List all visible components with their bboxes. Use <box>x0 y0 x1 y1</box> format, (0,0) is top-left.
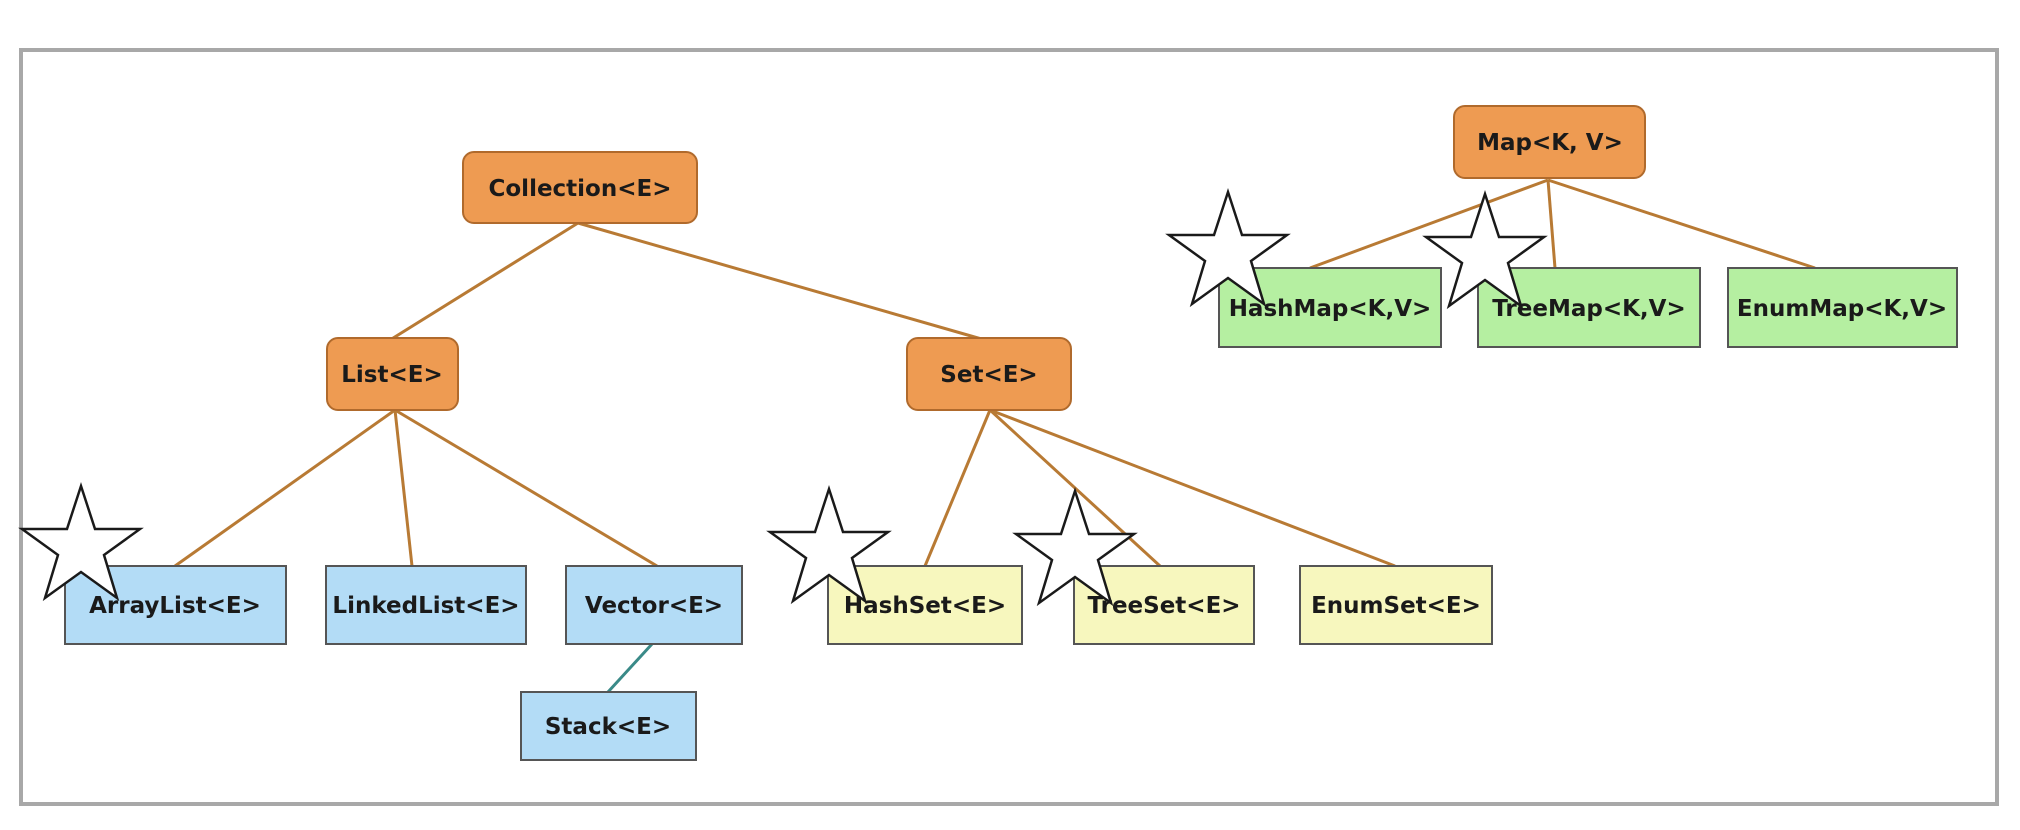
node-map-label: Map<K, V> <box>1477 130 1623 156</box>
node-enumset-label: EnumSet<E> <box>1311 593 1481 619</box>
node-linkedlist-label: LinkedList<E> <box>332 593 519 619</box>
node-map: Map<K, V> <box>1453 105 1646 179</box>
star-icon <box>1012 486 1138 607</box>
node-stack: Stack<E> <box>520 691 697 761</box>
edge-set-enumset <box>989 408 1396 568</box>
node-collection: Collection<E> <box>462 151 698 224</box>
node-enummap-label: EnumMap<K,V> <box>1737 296 1947 322</box>
edge-map-hashmap <box>1309 178 1549 270</box>
star-markers <box>18 187 1548 607</box>
star-icon <box>1422 189 1548 310</box>
node-vector-label: Vector<E> <box>585 593 723 619</box>
node-vector: Vector<E> <box>565 565 743 645</box>
star-icon <box>766 484 892 605</box>
node-set: Set<E> <box>906 337 1072 411</box>
node-list: List<E> <box>326 337 459 411</box>
edge-list-linkedlist <box>393 409 414 567</box>
node-treemap: TreeMap<K,V> <box>1477 267 1701 348</box>
edge-map-enummap <box>1547 178 1816 270</box>
edge-collection-list <box>389 221 579 342</box>
node-enummap: EnumMap<K,V> <box>1727 267 1958 348</box>
node-list-label: List<E> <box>341 362 442 388</box>
node-hashset: HashSet<E> <box>827 565 1023 645</box>
star-icon <box>18 481 144 602</box>
edge-list-vector <box>394 408 658 568</box>
node-collection-label: Collection<E> <box>489 176 672 202</box>
edge-set-hashset <box>923 409 992 567</box>
node-enumset: EnumSet<E> <box>1299 565 1493 645</box>
edge-map-treemap <box>1546 179 1557 269</box>
node-linkedlist: LinkedList<E> <box>325 565 527 645</box>
node-treemap-label: TreeMap<K,V> <box>1492 296 1685 322</box>
edge-collection-set <box>577 221 986 342</box>
edge-vector-stack <box>606 642 654 694</box>
node-set-label: Set<E> <box>940 362 1037 388</box>
node-stack-label: Stack<E> <box>545 714 671 740</box>
node-treeset-label: TreeSet<E> <box>1087 593 1240 619</box>
node-hashset-label: HashSet<E> <box>844 593 1006 619</box>
star-icon <box>1165 187 1291 308</box>
edges <box>174 178 1816 694</box>
edge-list-arraylist <box>174 408 396 568</box>
